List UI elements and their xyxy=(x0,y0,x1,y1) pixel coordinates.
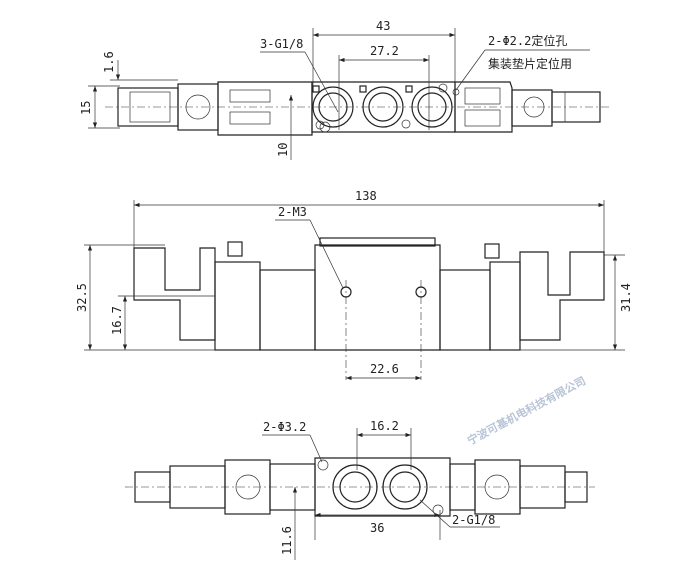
top-view: 43 27.2 1.6 15 10 3-G1/8 2-Φ2.2定位孔 集装垫片定… xyxy=(79,19,610,160)
dim-1-6: 1.6 xyxy=(102,51,116,73)
label-pin-holes-note: 集装垫片定位用 xyxy=(488,56,572,71)
port-circles xyxy=(312,86,453,128)
dim-10: 10 xyxy=(276,143,290,157)
dim-43: 43 xyxy=(376,19,390,33)
dim-16-2: 16.2 xyxy=(370,419,399,433)
label-2-m3: 2-M3 xyxy=(278,205,307,219)
front-view: 138 22.6 2-M3 32.5 16.7 31.4 xyxy=(75,189,633,381)
dim-15: 15 xyxy=(79,101,93,115)
dim-138: 138 xyxy=(355,189,377,203)
bottom-view: 16.2 36 11.6 2-Φ3.2 2-G1/8 xyxy=(125,419,595,560)
label-pin-holes: 2-Φ2.2定位孔 xyxy=(488,33,567,48)
dim-36: 36 xyxy=(370,521,384,535)
dim-16-7: 16.7 xyxy=(110,306,124,335)
watermark: 宁波可基机电科技有限公司 xyxy=(465,373,588,447)
dim-31-4: 31.4 xyxy=(619,283,633,312)
dim-32-5: 32.5 xyxy=(75,283,89,312)
dim-27-2: 27.2 xyxy=(370,44,399,58)
label-2-phi-3-2: 2-Φ3.2 xyxy=(263,420,306,434)
dim-22-6: 22.6 xyxy=(370,362,399,376)
label-2-g1-8: 2-G1/8 xyxy=(452,513,495,527)
label-3-g1-8: 3-G1/8 xyxy=(260,37,303,51)
dim-11-6: 11.6 xyxy=(280,526,294,555)
